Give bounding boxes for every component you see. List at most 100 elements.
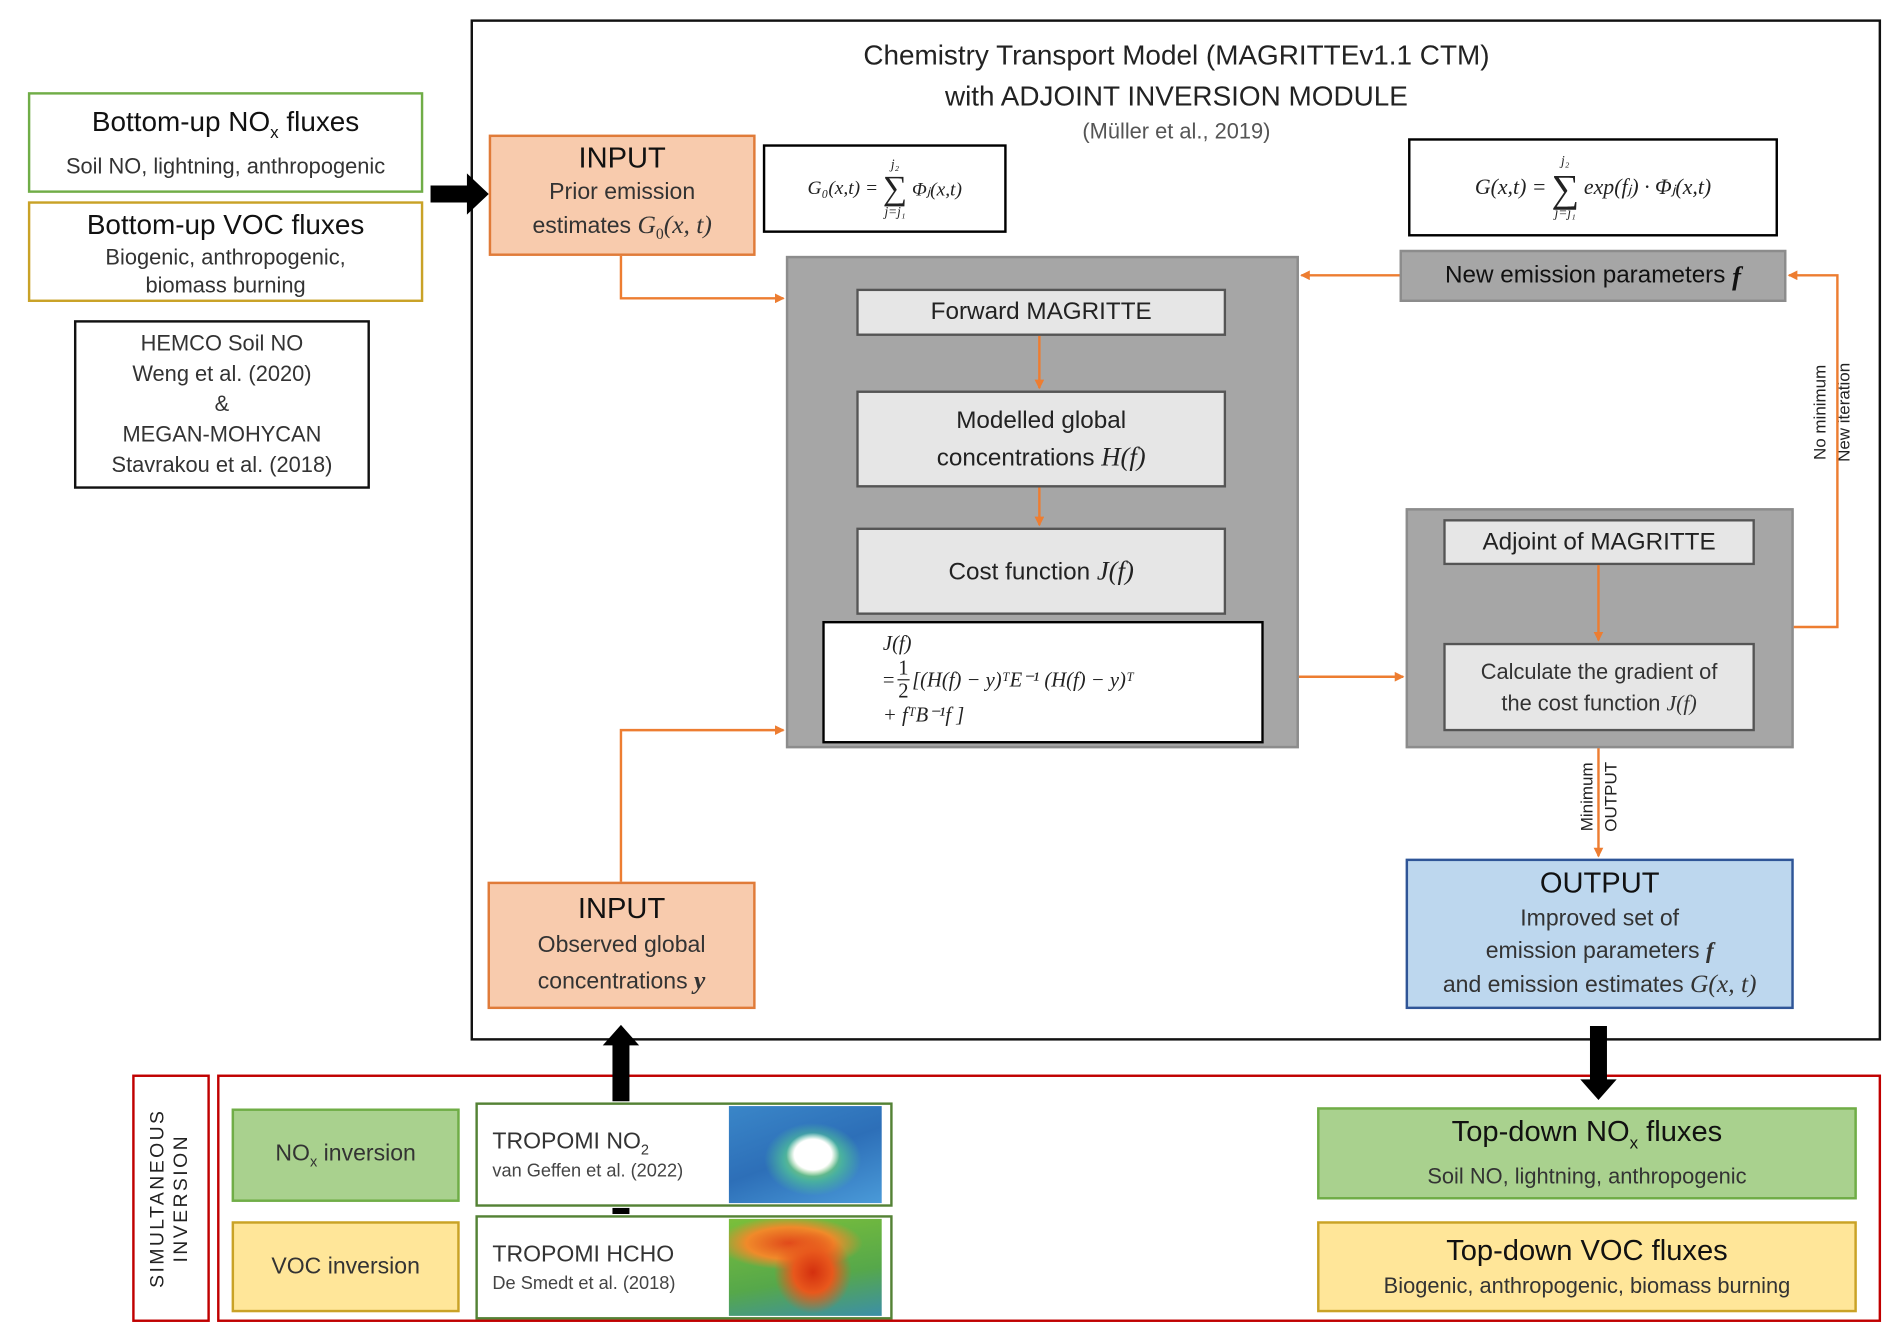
no2-map-image (728, 1106, 882, 1204)
tropomi-no2-box: TROPOMI NO2 van Geffen et al. (2022) (475, 1102, 893, 1207)
arrow-prior-to-forward (619, 255, 785, 304)
text: TROPOMI NO (492, 1129, 641, 1155)
input-prior-line2: estimates G0(x, t) (532, 208, 711, 249)
top-down-nox-subtitle: Soil NO, lightning, anthropogenic (1427, 1164, 1747, 1189)
math: J(f) (1666, 690, 1697, 715)
subscript: 2 (640, 1140, 650, 1158)
subscript: x (309, 1152, 318, 1170)
formula-g-box: G(x,t) = j₂∑j=j₁ exp(fⱼ) · Φⱼ(x,t) (1408, 138, 1778, 237)
formula-rhs: Φⱼ(x,t) (911, 178, 962, 200)
text: emission parameters (1485, 938, 1700, 965)
ref-line: Weng et al. (2020) (132, 361, 312, 386)
output-line1: Improved set of (1520, 905, 1680, 932)
input-observed-box: INPUT Observed global concentrations y (487, 881, 756, 1010)
bottom-up-voc-title: Bottom-up VOC fluxes (86, 207, 365, 240)
sum-lower: j=j₁ (884, 204, 906, 219)
adjoint-label: Adjoint of MAGRITTE (1482, 528, 1716, 555)
modelled-line2: concentrations H(f) (937, 438, 1146, 476)
output-line3: and emission estimates G(x, t) (1443, 968, 1757, 1002)
voc-inversion-label: VOC inversion (271, 1253, 420, 1279)
inversion-frame (217, 1074, 1882, 1322)
top-down-nox-title: Top-down NOx fluxes (1452, 1115, 1723, 1161)
forward-magritte-box: Forward MAGRITTE (856, 288, 1227, 336)
text: and emission estimates (1442, 972, 1684, 999)
new-params-label: New emission parameters (1444, 261, 1726, 289)
top-down-nox-box: Top-down NOx fluxes Soil NO, lightning, … (1317, 1107, 1857, 1200)
tropomi-hcho-box: TROPOMI HCHO De Smedt et al. (2018) (475, 1215, 893, 1320)
text: inversion (317, 1140, 416, 1167)
formula-lhs: G(x,t) = (1474, 174, 1547, 199)
input-obs-title: INPUT (577, 892, 666, 926)
ref-line: & (214, 391, 230, 416)
ref-line: Stavrakou et al. (2018) (111, 452, 333, 477)
forward-magritte-label: Forward MAGRITTE (930, 298, 1152, 326)
input-prior-box: INPUT Prior emission estimates G0(x, t) (488, 134, 756, 256)
sum-symbol: j₂∑j=j₁ (1551, 153, 1580, 221)
text: Cost function (948, 559, 1091, 586)
new-emission-parameters-box: New emission parameters f (1399, 249, 1787, 302)
frac-den: 2 (898, 679, 909, 703)
tropomi-hcho-ref: De Smedt et al. (2018) (492, 1273, 676, 1295)
cost-formula-line1: J(f) (882, 631, 912, 655)
black-arrow-bottom-up-to-input (430, 173, 489, 215)
math: G(x, t) (1690, 969, 1757, 999)
cost-formula-line3: + fᵀB⁻¹f ] (882, 703, 965, 727)
voc-inversion-box[interactable]: VOC inversion (231, 1221, 460, 1313)
text: concentrations (936, 444, 1095, 472)
cost-label: Cost function J(f) (949, 555, 1134, 587)
top-down-voc-title: Top-down VOC fluxes (1446, 1234, 1728, 1267)
nox-inversion-label: NOx inversion (275, 1141, 415, 1170)
text: Top-down NO (1451, 1115, 1630, 1149)
references-box: HEMCO Soil NO Weng et al. (2020) & MEGAN… (73, 320, 370, 489)
ref-line: HEMCO Soil NO (140, 331, 304, 356)
formula-text: [(H(f) − y)ᵀE⁻¹ (H(f) − y)ᵀ (912, 667, 1134, 691)
text: fluxes (1638, 1115, 1723, 1149)
bottom-up-voc-line2: biomass burning (145, 272, 306, 297)
text: NO (275, 1140, 310, 1167)
ctm-title: Chemistry Transport Model (MAGRITTEv1.1 … (728, 34, 1625, 146)
input-prior-line1: Prior emission (549, 179, 696, 205)
tropomi-no2-title: TROPOMI NO2 (492, 1129, 649, 1158)
title-citation: (Müller et al., 2019) (1082, 118, 1271, 144)
black-arrow-observations-stub (612, 1207, 630, 1215)
math: H(f) (1101, 440, 1146, 472)
title-line1: Chemistry Transport Model (MAGRITTEv1.1 … (863, 38, 1490, 71)
hcho-map-image (728, 1218, 882, 1316)
gradient-box: Calculate the gradient of the cost funct… (1443, 642, 1755, 732)
bottom-up-nox-subtitle: Soil NO, lightning, anthropogenic (65, 153, 386, 179)
tropomi-no2-ref: van Geffen et al. (2022) (492, 1160, 684, 1182)
input-obs-line2: concentrations y (538, 963, 706, 999)
math: f (1732, 260, 1742, 291)
title-text: fluxes (278, 105, 360, 138)
formula-lhs: G₀(x,t) = (807, 177, 879, 199)
arrow-loop-new-iteration (1787, 270, 1839, 629)
formula-rhs: exp(fⱼ) · Φⱼ(x,t) (1583, 174, 1712, 199)
tropomi-hcho-title: TROPOMI HCHO (492, 1242, 674, 1269)
text: concentrations (537, 969, 688, 995)
cost-function-box: Cost function J(f) (856, 527, 1227, 615)
subscript: x (270, 122, 279, 142)
math-sub: 0 (655, 224, 664, 243)
title-line2: with ADJOINT INVERSION MODULE (944, 80, 1408, 112)
math: J(f) (1096, 555, 1134, 586)
input-obs-line1: Observed global (537, 932, 706, 959)
title-text: Bottom-up NO (91, 105, 271, 138)
input-prior-title: INPUT (578, 141, 666, 175)
nox-inversion-box[interactable]: NOx inversion (231, 1108, 460, 1202)
sum-lower: j=j₁ (1554, 205, 1576, 221)
text: estimates (532, 213, 632, 239)
gradient-line2: the cost function J(f) (1501, 687, 1696, 719)
sum-symbol: j₂∑j=j₁ (882, 157, 908, 219)
formula-g0-box: G₀(x,t) = j₂∑j=j₁ Φⱼ(x,t) (762, 144, 1007, 233)
sum-upper: j₂ (890, 157, 900, 172)
ctm-frame (470, 19, 1882, 1041)
top-down-voc-box: Top-down VOC fluxes Biogenic, anthropoge… (1317, 1221, 1857, 1313)
top-down-voc-subtitle: Biogenic, anthropogenic, biomass burning (1383, 1272, 1791, 1298)
bottom-up-nox-title: Bottom-up NOx fluxes (92, 103, 359, 150)
text: TROPOMI HCHO (492, 1241, 675, 1268)
simultaneous-frame (132, 1074, 210, 1322)
